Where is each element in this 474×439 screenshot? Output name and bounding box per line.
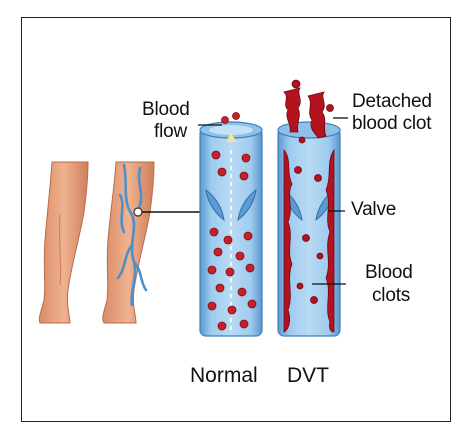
label-detached-line1: Detached xyxy=(352,91,432,112)
caption-dvt: DVT xyxy=(287,364,329,387)
label-blood-clots-line2: clots xyxy=(372,285,411,306)
label-blood-clots-line1: Blood xyxy=(365,262,413,283)
dvt-vessel xyxy=(277,79,341,337)
vein-marker xyxy=(133,207,143,217)
leg-right xyxy=(102,161,155,324)
caption-normal: Normal xyxy=(190,364,258,387)
label-blood-flow-line2: flow xyxy=(154,121,187,142)
blood-clots xyxy=(283,148,335,333)
varicose-veins xyxy=(116,163,148,307)
label-detached-line2: blood clot xyxy=(352,113,432,134)
label-blood-flow-line1: Blood xyxy=(142,99,190,120)
detached-clot xyxy=(283,79,334,144)
leg-left xyxy=(38,161,89,324)
red-cells-normal xyxy=(207,112,257,331)
label-valve: Valve xyxy=(351,199,397,220)
label-pointers xyxy=(198,117,348,285)
normal-vessel xyxy=(199,112,263,337)
